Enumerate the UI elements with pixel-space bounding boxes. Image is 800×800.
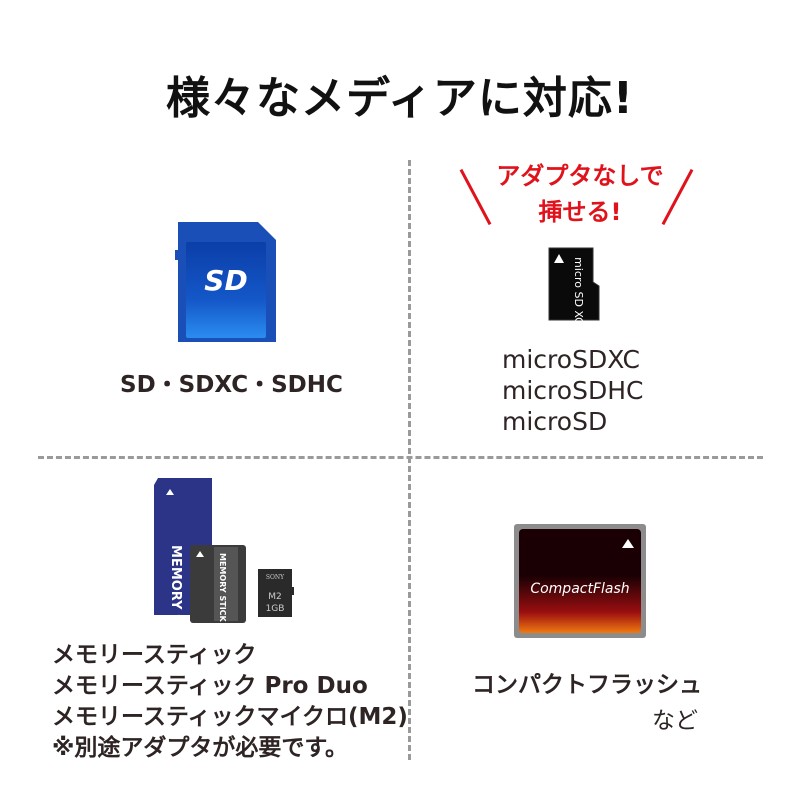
microsdhc-label: microSDHC [502,376,644,405]
microsd-card-icon: micro SD XC [547,246,601,325]
compactflash-card-icon: CompactFlash [513,523,647,639]
callout-line-1: アダプタなしで [496,162,664,190]
svg-text:1GB: 1GB [266,604,285,614]
page-title: 様々なメディアに対応! [166,73,634,124]
microsdxc-label: microSDXC [502,345,640,374]
memorystick-produo-label: メモリースティック Pro Duo [52,673,368,699]
microsd-label: microSD [502,407,608,436]
memorystick-label: メモリースティック [52,642,257,668]
memorystick-micro-label: メモリースティックマイクロ(M2) [52,704,408,730]
horizontal-divider [38,456,763,459]
memorystick-labels: メモリースティック メモリースティック Pro Duo メモリースティックマイク… [52,640,408,764]
svg-text:MEMORY STICK PRO Duo: MEMORY STICK PRO Duo [218,553,227,625]
memory-stick-cards-icon: MEMORY STICK MEMORY STICK PRO Duo SONY M… [150,475,310,664]
svg-text:SONY: SONY [266,574,285,581]
callout-text: アダプタなしで 挿せる! [480,158,680,230]
svg-text:M2: M2 [268,592,282,602]
svg-text:MEMORY STICK: MEMORY STICK [168,545,183,625]
sd-label: SD・SDXC・SDHC [120,372,343,398]
compactflash-label: コンパクトフラッシュ [472,672,702,698]
svg-text:CompactFlash: CompactFlash [530,581,629,597]
vertical-divider [408,160,411,760]
svg-text:SD: SD [204,264,247,297]
sd-card-icon: SD [174,220,278,346]
etc-label: など [652,708,698,734]
adapter-note: ※別途アダプタが必要です。 [52,735,349,761]
svg-text:micro SD XC: micro SD XC [572,257,585,324]
callout-line-2: 挿せる! [538,198,622,226]
microsd-labels: microSDXC microSDHC microSD [502,344,643,437]
